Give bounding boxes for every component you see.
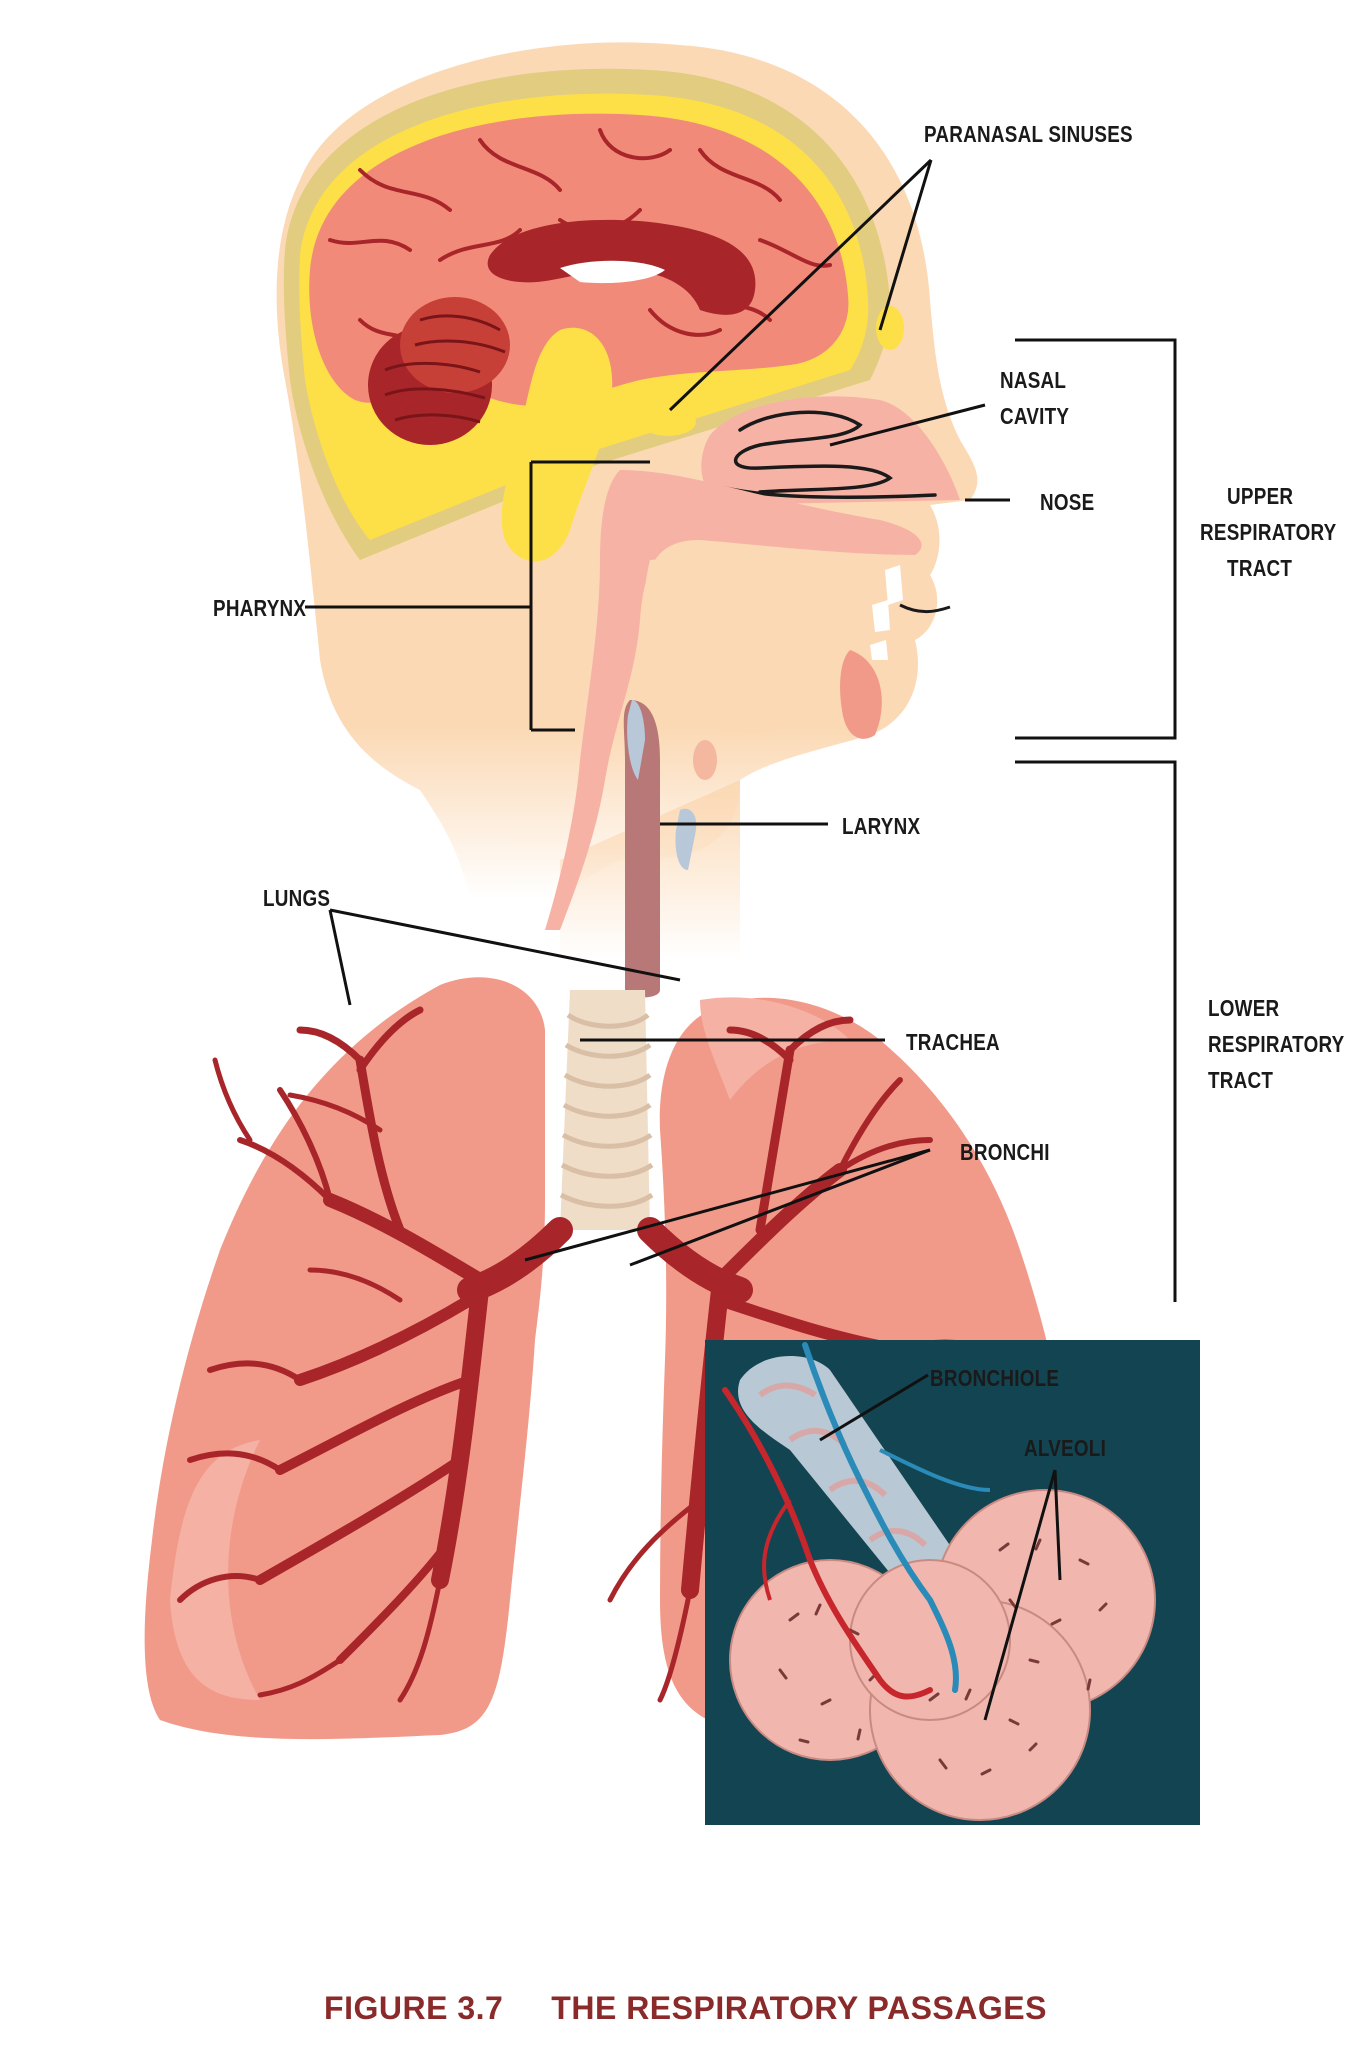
- label-trachea: TRACHEA: [906, 1029, 1000, 1055]
- label-bronchi: BRONCHI: [960, 1139, 1050, 1165]
- label-lower-line3: TRACT: [1208, 1067, 1274, 1093]
- label-lower-line1: LOWER: [1208, 995, 1280, 1021]
- label-nasal-cavity: NASAL CAVITY: [1000, 362, 1069, 434]
- label-larynx: LARYNX: [842, 813, 921, 839]
- label-bronchiole: BRONCHIOLE: [930, 1365, 1060, 1391]
- label-paranasal-sinuses: PARANASAL SINUSES: [924, 121, 1133, 147]
- label-nasal-cavity-line1: NASAL: [1000, 367, 1067, 393]
- blood-vessel-red: [722, 1387, 933, 1700]
- figure-caption: FIGURE 3.7 THE RESPIRATORY PASSAGES: [0, 1990, 1371, 2027]
- alveoli-clusters: [729, 1489, 1156, 1821]
- alveoli-inset: [705, 1340, 1200, 1825]
- brainstem: [501, 327, 613, 562]
- larynx-shape: [623, 700, 660, 998]
- nasal-cavity-shape: [701, 396, 960, 505]
- tongue: [644, 558, 873, 734]
- label-upper-line1: UPPER: [1227, 483, 1294, 509]
- label-lower-respiratory-tract: LOWER RESPIRATORY TRACT: [1208, 990, 1345, 1098]
- pharynx-airway: [545, 470, 922, 930]
- label-upper-line3: TRACT: [1227, 555, 1293, 581]
- label-upper-line2: RESPIRATORY: [1200, 519, 1337, 545]
- label-pharynx: PHARYNX: [213, 595, 307, 621]
- label-lungs: LUNGS: [263, 885, 331, 911]
- caption-title: THE RESPIRATORY PASSAGES: [551, 1990, 1047, 2026]
- blood-vessel-blue: [802, 1342, 959, 1693]
- lip: [840, 650, 882, 739]
- trachea-shape: [559, 990, 654, 1230]
- bronchial-tree-left: [177, 1006, 573, 1703]
- label-alveoli: ALVEOLI: [1024, 1435, 1107, 1461]
- label-nose: NOSE: [1040, 489, 1095, 515]
- caption-figure-number: FIGURE 3.7: [324, 1990, 504, 2026]
- paranasal-sinus-sphenoid: [640, 408, 696, 436]
- head: [276, 42, 978, 998]
- label-lower-line2: RESPIRATORY: [1208, 1031, 1345, 1057]
- label-nasal-cavity-line2: CAVITY: [1000, 403, 1070, 429]
- leader-lines: [305, 158, 1177, 1721]
- label-upper-respiratory-tract: UPPER RESPIRATORY TRACT: [1200, 478, 1337, 586]
